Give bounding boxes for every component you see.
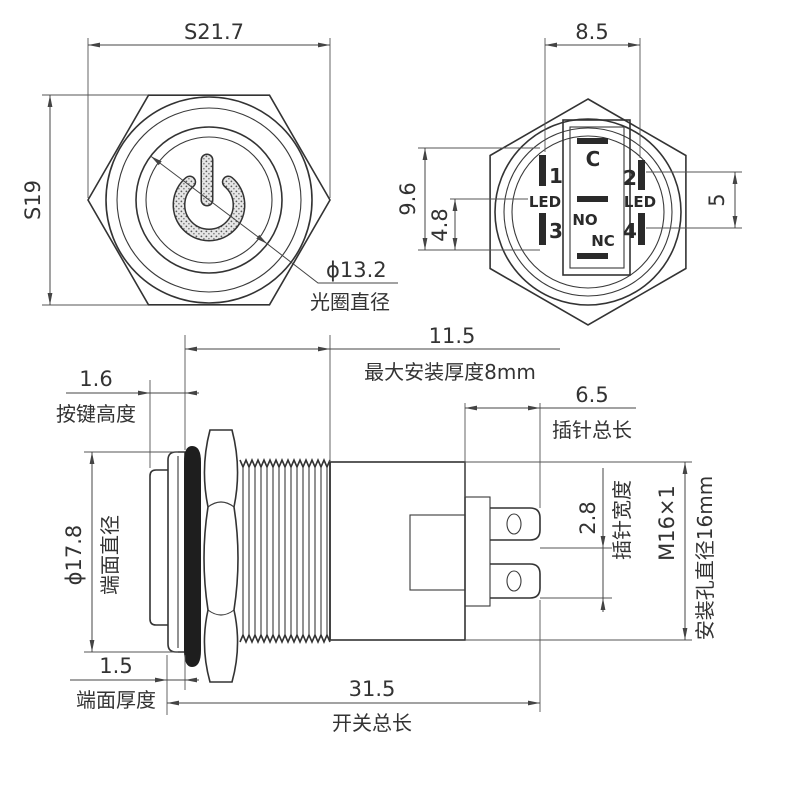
ring-diameter-leader — [266, 243, 398, 284]
pin-2-bar — [638, 160, 645, 190]
button-cap — [149, 469, 168, 626]
total-length-label: 开关总长 — [332, 711, 412, 735]
total-length-value: 31.5 — [349, 677, 396, 701]
housing-inner-block — [409, 514, 466, 591]
o-ring — [184, 446, 201, 667]
power-icon — [172, 153, 246, 242]
across-corners-value: S21.7 — [184, 20, 244, 44]
pin-c-label: C — [586, 147, 601, 171]
button-height-value: 1.6 — [79, 367, 112, 391]
switch-housing — [329, 461, 466, 641]
pin-spacing-value: 8.5 — [575, 20, 608, 44]
front-flange-outer-circle — [105, 96, 313, 304]
face-diameter-value: ϕ17.8 — [62, 525, 86, 586]
across-flats-value: S19 — [21, 180, 45, 220]
led-left-label: LED — [529, 193, 561, 211]
no-label: NO — [572, 211, 597, 229]
mount-length-label: 最大安装厚度8mm — [364, 360, 536, 384]
pin-width-label: 插针宽度 — [610, 480, 634, 560]
rear-outer-circle — [494, 118, 682, 306]
pin-length-label: 插针总长 — [552, 418, 632, 442]
pin-4-bar — [638, 213, 645, 245]
terminal-housing-inner — [569, 126, 625, 269]
led-ring-circle — [135, 126, 283, 274]
ring-diameter-value: ϕ13.2 — [326, 258, 387, 282]
nut-face-line — [207, 501, 235, 508]
upper-pin-hole — [506, 513, 522, 535]
thread-value: M16×1 — [655, 485, 679, 561]
mounting-nut — [203, 429, 239, 683]
pin-length-value: 6.5 — [575, 383, 608, 407]
pin-half-span-value: 4.8 — [428, 208, 452, 241]
pin-base — [464, 496, 491, 607]
front-flange-inner-circle — [116, 107, 302, 293]
pin-3-label: 3 — [549, 219, 563, 243]
front-flange — [167, 451, 186, 653]
thread-top-edge — [239, 457, 331, 470]
lower-pin-hole — [506, 570, 522, 592]
lower-pin — [490, 563, 541, 599]
rear-mid-circle — [503, 127, 673, 297]
led-right-label: LED — [624, 193, 656, 211]
face-thickness-label: 端面厚度 — [76, 688, 156, 712]
pin-3-bar — [539, 213, 546, 245]
face-diameter-label: 端面直径 — [98, 515, 122, 595]
side-view: ϕ17.8 端面直径 1.6 按键高度 11.5 最大安装厚度8mm 6.5 插… — [56, 324, 717, 735]
thread — [239, 457, 331, 645]
nc-label: NC — [591, 232, 615, 250]
pin-width-value: 2.8 — [576, 501, 600, 534]
dim-ring-diameter — [150, 155, 268, 245]
pin-bottom-bar — [577, 253, 608, 259]
nut-face-line — [207, 609, 235, 616]
pin-1-bar — [539, 155, 546, 186]
rear-view: 1 2 3 4 C LED LED NO NC 8.5 9.6 4.8 5 — [396, 20, 742, 326]
pin-4-label: 4 — [623, 219, 637, 243]
pin-span-value: 9.6 — [396, 182, 420, 215]
pin-2-label: 2 — [623, 166, 637, 190]
ring-diameter-label: 光圈直径 — [310, 290, 390, 314]
led-center-bar — [577, 196, 608, 202]
rear-hex-nut — [489, 98, 687, 326]
thread-bottom-edge — [239, 632, 331, 645]
pin-1-label: 1 — [549, 164, 563, 188]
mount-length-value: 11.5 — [429, 324, 476, 348]
led-pin-spacing-value: 5 — [705, 193, 729, 206]
button-height-label: 按键高度 — [56, 402, 136, 426]
rear-inner-circle — [511, 135, 665, 289]
pin-c-bar — [577, 138, 608, 144]
front-view: S21.7 S19 ϕ13.2 光圈直径 — [21, 20, 398, 314]
terminal-housing-outer — [562, 119, 631, 276]
thread-label: 安装孔直径16mm — [693, 476, 717, 640]
front-hex-nut — [87, 94, 331, 306]
face-thickness-value: 1.5 — [99, 654, 132, 678]
upper-pin — [490, 507, 541, 541]
button-face-circle — [145, 136, 273, 264]
